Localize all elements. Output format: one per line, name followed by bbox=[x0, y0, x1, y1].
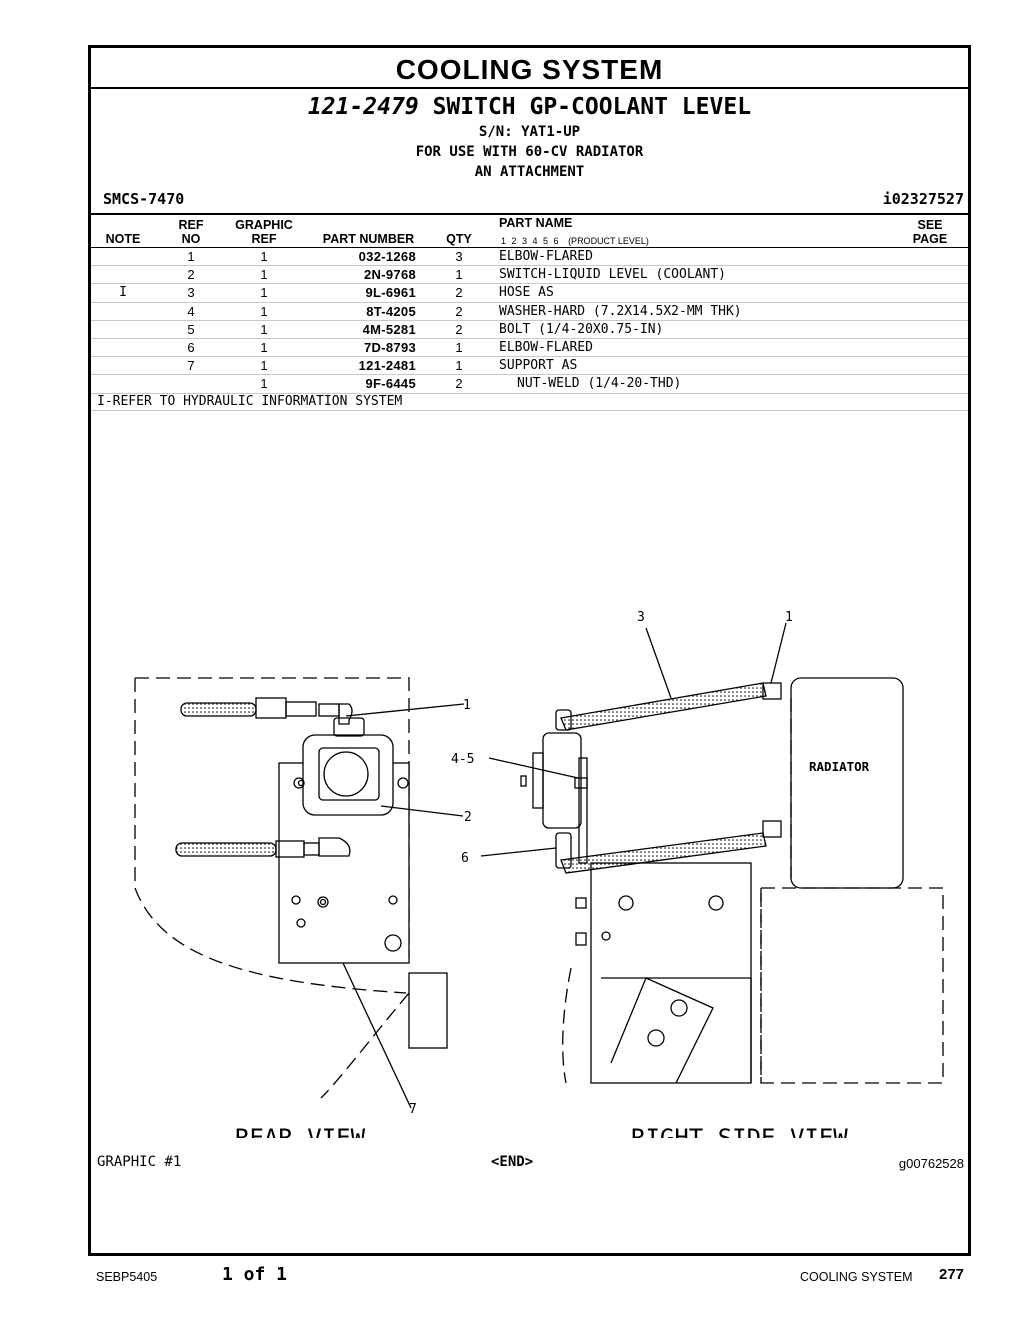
reference-note: I-REFER TO HYDRAULIC INFORMATION SYSTEM bbox=[97, 394, 403, 409]
ref-cell: 5 bbox=[187, 321, 195, 337]
part-name-cell: SUPPORT AS bbox=[499, 358, 578, 374]
smcs-code: SMCS-7470 bbox=[103, 190, 185, 208]
col-header-note: NOTE bbox=[105, 232, 141, 246]
graphic-cell: 1 bbox=[260, 303, 268, 319]
qty-cell: 3 bbox=[455, 249, 463, 264]
part-name-cell: HOSE AS bbox=[499, 285, 554, 301]
parts-list: 1 1 032-1268 3 ELBOW-FLARED 2 1 2N-9768 … bbox=[91, 248, 968, 394]
part-name-cell: ELBOW-FLARED bbox=[499, 339, 593, 355]
footer-page-count: 1 of 1 bbox=[222, 1264, 288, 1285]
group-title: 121-2479 SWITCH GP-COOLANT LEVEL bbox=[91, 94, 968, 120]
group-name: SWITCH GP-COOLANT LEVEL bbox=[432, 94, 752, 120]
graphic-id: g00762528 bbox=[898, 1156, 964, 1171]
footer-page-number: 277 bbox=[939, 1266, 965, 1283]
part-number-cell: 9L-6961 bbox=[365, 285, 416, 301]
footer-section: COOLING SYSTEM bbox=[800, 1270, 913, 1284]
group-number: 121-2479 bbox=[307, 94, 419, 120]
graphic-cell: 1 bbox=[260, 267, 268, 283]
ref-cell: 1 bbox=[187, 249, 195, 264]
level-numbers: 1 2 3 4 5 6 bbox=[501, 236, 559, 246]
ref-cell: 3 bbox=[187, 285, 195, 301]
table-row: 6 1 7D-8793 1 ELBOW-FLARED bbox=[91, 339, 968, 358]
part-number-cell: 032-1268 bbox=[358, 249, 416, 264]
qty-cell: 1 bbox=[455, 267, 463, 283]
ref-cell: 6 bbox=[187, 339, 195, 355]
end-mark: <END> bbox=[491, 1154, 534, 1170]
qty-cell: 2 bbox=[455, 285, 463, 301]
usage-note: FOR USE WITH 60-CV RADIATOR bbox=[415, 144, 644, 160]
graphic-cell: 1 bbox=[260, 358, 268, 374]
callout-6: 6 bbox=[461, 851, 469, 866]
col-header-graphic-ref: GRAPHIC REF bbox=[235, 218, 293, 246]
section-title: COOLING SYSTEM bbox=[395, 53, 664, 85]
product-level-label: (PRODUCT LEVEL) bbox=[568, 236, 649, 246]
right-side-view-label: RIGHT SIDE VIEW bbox=[631, 1124, 848, 1138]
part-number-cell: 8T-4205 bbox=[366, 303, 416, 319]
callout-2: 2 bbox=[464, 810, 472, 825]
ref-cell: 2 bbox=[187, 267, 195, 283]
graphic-number: GRAPHIC #1 bbox=[97, 1154, 182, 1170]
graphic-cell: 1 bbox=[260, 321, 268, 337]
illustration-id: i02327527 bbox=[882, 190, 964, 208]
graphic-cell: 1 bbox=[260, 249, 268, 264]
col-header-ref-no: REF NO bbox=[178, 218, 204, 246]
title-bar: COOLING SYSTEM bbox=[91, 48, 968, 89]
rear-view-label: REAR VIEW bbox=[235, 1124, 366, 1138]
graphic-cell: 1 bbox=[260, 285, 268, 301]
table-row: 4 1 8T-4205 2 WASHER-HARD (7.2X14.5X2-MM… bbox=[91, 303, 968, 321]
table-row: I 3 1 9L-6961 2 HOSE AS bbox=[91, 284, 968, 303]
qty-cell: 2 bbox=[455, 376, 463, 392]
part-number-cell: 4M-5281 bbox=[362, 321, 416, 337]
radiator-label: RADIATOR bbox=[809, 759, 870, 774]
callout-3: 3 bbox=[637, 610, 645, 625]
table-row: 1 1 032-1268 3 ELBOW-FLARED bbox=[91, 248, 968, 267]
part-number-cell: 2N-9768 bbox=[364, 267, 416, 283]
callout-1-rear: 1 bbox=[463, 698, 471, 713]
part-name-cell: SWITCH-LIQUID LEVEL (COOLANT) bbox=[499, 267, 726, 283]
graphic-cell: 1 bbox=[260, 339, 268, 355]
part-number-cell: 9F-6445 bbox=[365, 376, 416, 392]
header-rule bbox=[91, 213, 968, 215]
page-frame: COOLING SYSTEM 121-2479 SWITCH GP-COOLAN… bbox=[88, 45, 971, 1256]
part-name-cell: NUT-WELD (1/4-20-THD) bbox=[517, 376, 682, 392]
col-header-product-levels: 1 2 3 4 5 6 (PRODUCT LEVEL) bbox=[501, 234, 649, 248]
part-name-cell: BOLT (1/4-20X0.75-IN) bbox=[499, 321, 664, 337]
callout-1-side: 1 bbox=[785, 610, 793, 625]
callout-7: 7 bbox=[409, 1102, 417, 1117]
callout-4-5: 4-5 bbox=[451, 752, 474, 767]
table-row: 2 1 2N-9768 1 SWITCH-LIQUID LEVEL (COOLA… bbox=[91, 266, 968, 285]
part-number-cell: 7D-8793 bbox=[364, 339, 416, 355]
col-header-qty: QTY bbox=[446, 232, 472, 246]
col-header-see-page: SEE PAGE bbox=[912, 218, 948, 246]
footer-doc-number: SEBP5405 bbox=[96, 1270, 158, 1284]
note-rule bbox=[91, 410, 968, 411]
graphic-cell: 1 bbox=[260, 376, 268, 392]
ref-cell: 7 bbox=[187, 358, 195, 374]
table-row: 5 1 4M-5281 2 BOLT (1/4-20X0.75-IN) bbox=[91, 321, 968, 339]
table-row: 7 1 121-2481 1 SUPPORT AS bbox=[91, 357, 968, 376]
qty-cell: 1 bbox=[455, 339, 463, 355]
col-header-part-number: PART NUMBER bbox=[322, 232, 415, 246]
note-cell: I bbox=[119, 285, 127, 301]
ref-cell: 4 bbox=[187, 303, 195, 319]
qty-cell: 2 bbox=[455, 321, 463, 337]
table-row: 1 9F-6445 2 NUT-WELD (1/4-20-THD) bbox=[91, 375, 968, 394]
part-number-cell: 121-2481 bbox=[358, 358, 416, 374]
parts-illustration: 1 2 4-5 6 7 3 1 RADIATOR REAR VIEW RIGHT… bbox=[134, 610, 944, 1138]
qty-cell: 2 bbox=[455, 303, 463, 319]
qty-cell: 1 bbox=[455, 358, 463, 374]
part-name-cell: ELBOW-FLARED bbox=[499, 249, 593, 264]
attachment-note: AN ATTACHMENT bbox=[474, 164, 585, 180]
serial-number: S/N: YAT1-UP bbox=[478, 124, 581, 140]
col-header-part-name: PART NAME bbox=[499, 216, 573, 230]
header-rule-bottom bbox=[91, 247, 968, 248]
part-name-cell: WASHER-HARD (7.2X14.5X2-MM THK) bbox=[499, 303, 742, 319]
